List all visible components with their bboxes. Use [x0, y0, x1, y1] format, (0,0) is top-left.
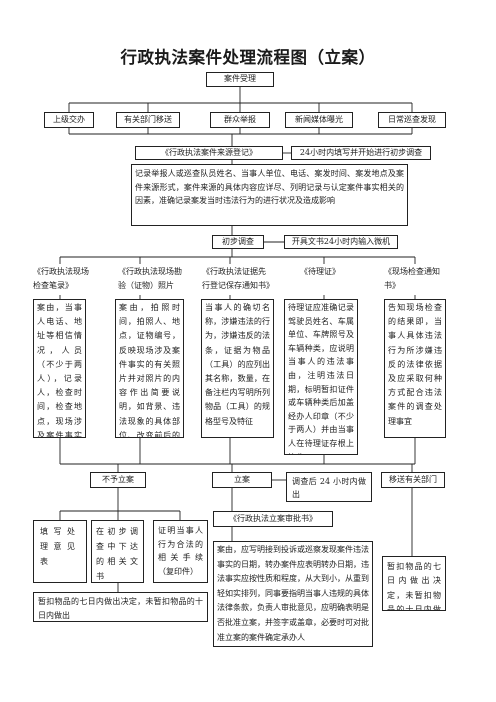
source-report-node: 群众举报 — [210, 112, 270, 128]
source-department-node: 有关部门移送 — [116, 112, 180, 128]
doc-head-evidence: 《行政执法证据先行登记保存通知书》 — [202, 267, 274, 290]
prelim-note-node: 开具文书24小时内输入微机 — [284, 235, 398, 249]
doc-body-photo: 案由，拍照时间，拍照人、地点，证物编号，反映现场涉及案件事实的有关照片并对照片的… — [115, 299, 184, 438]
transfer-deadline-node: 暂扣物品的七日内做出决定，未暂扣物品的十日内做出 — [382, 556, 446, 611]
doc-body-inspection: 案由，当事人电话、地址等相信情况，人员（不少于两人），记录人，检查时间，检查地点… — [33, 299, 86, 438]
doc-head-inspection: 《行政执法现场检查笔录》 — [33, 267, 89, 290]
doc-head-photo: 《行政执法现场勘验（证物）照片 — [118, 267, 182, 290]
source-media-node: 新闻媒体曝光 — [285, 112, 353, 128]
case-note-node: 调查后 24 小时内做出 — [286, 472, 372, 502]
nc-docs-node: 在初步调查中下达的相关文书 — [91, 520, 144, 583]
nc-deadline-node: 暂扣物品的七日内做出决定，未暂扣物品的十日内做出 — [33, 592, 208, 622]
page-title: 行政执法案件处理流程图（立案） — [120, 48, 376, 67]
doc-head-notice: 《现场检查通知书》 — [384, 267, 440, 290]
nc-opinion-node: 填写处理意见表 — [33, 520, 87, 583]
doc-body-notice: 告知现场检查的结果即，当事人具体违法行为所涉嫌违反的法律依据及应采取何种方式配合… — [384, 299, 446, 438]
prelim-node: 初步调查 — [212, 235, 264, 249]
register-desc-node: 记录举报人或巡查队员姓名、当事人单位、电话、案发时间、案发地点及案件来源形式，案… — [131, 164, 408, 226]
nc-proof-node: 证明当事人行为合法的相关手续（复印件） — [153, 520, 208, 583]
transfer-node: 移送有关部门 — [381, 472, 445, 488]
approval-desc-node: 案由，应写明接到投诉或巡察发现案件违法事实的日期，转办案件应表明转办日期，违法事… — [213, 541, 373, 647]
doc-body-evidence: 当事人的确切名称，涉嫌违法的行为，涉嫌违反的法条，证据为物品（工具）的应列出其名… — [201, 299, 274, 438]
approval-form-node: 《行政执法立案审批书》 — [213, 511, 333, 527]
case-node: 立案 — [212, 472, 272, 488]
source-superior-node: 上级交办 — [44, 112, 94, 128]
source-patrol-node: 日常巡查发现 — [378, 112, 446, 128]
doc-head-pending: 《待理证》 — [300, 267, 340, 276]
case-accept-node: 案件受理 — [206, 72, 274, 87]
doc-body-pending: 待理证应准确记录驾驶员姓名、车属单位、车牌照号及车辆种类，应说明当事人的违法事由… — [284, 299, 358, 455]
register-note-node: 24小时内填写并开始进行初步调查 — [291, 146, 431, 160]
no-case-node: 不予立案 — [90, 472, 146, 488]
register-form-node: 《行政执法案件来源登记》 — [135, 146, 283, 160]
